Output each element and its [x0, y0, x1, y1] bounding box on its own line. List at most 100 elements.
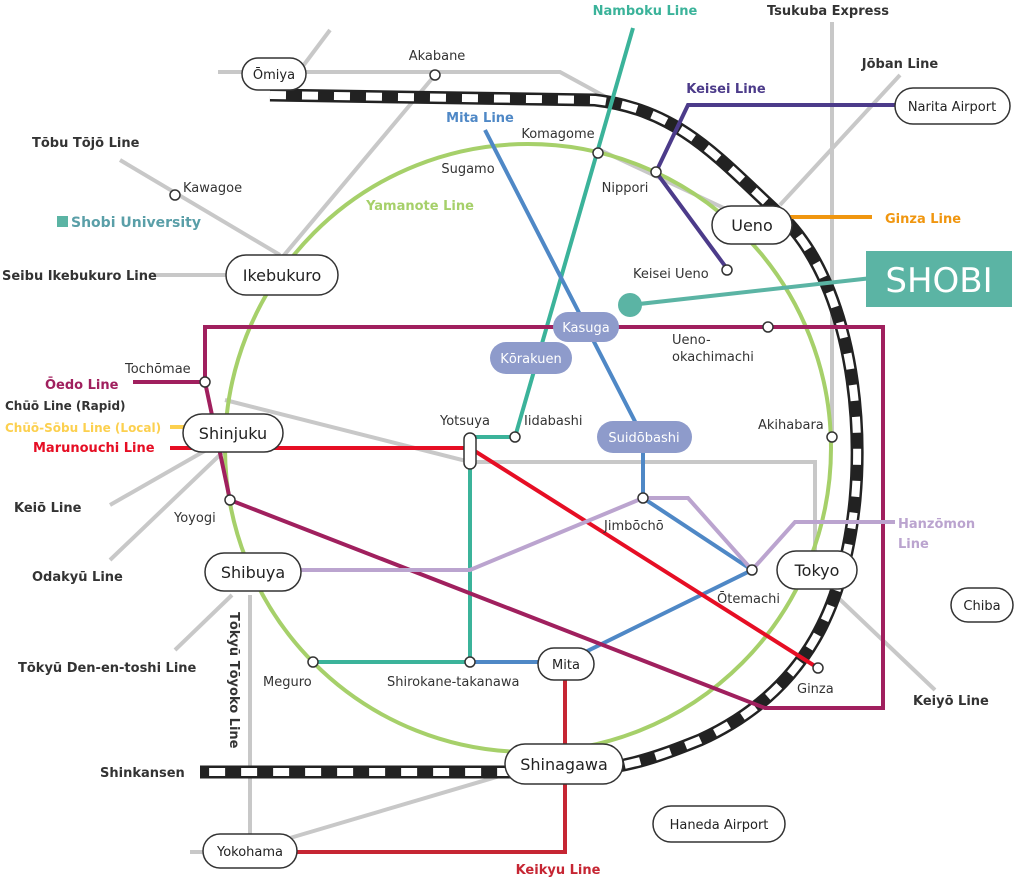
- station-keisei-ueno-label: Keisei Ueno: [633, 267, 709, 282]
- station-otemachi-dot: [746, 564, 758, 576]
- hub-ikebukuro-label: Ikebukuro: [243, 266, 321, 285]
- tobu-tojo-line-label: Tōbu Tōjō Line: [32, 136, 140, 151]
- keisei-line: [653, 103, 895, 272]
- tokyu-den-en-toshi-line-label: Tōkyū Den-en-toshi Line: [18, 661, 197, 676]
- tobu-tojo-line: [118, 158, 282, 257]
- hub-shinjuku[interactable]: Shinjuku: [182, 413, 284, 453]
- station-iidabashi-dot: [509, 431, 521, 443]
- hub-shibuya-label: Shibuya: [221, 563, 285, 582]
- hub-chiba[interactable]: Chiba: [950, 587, 1014, 623]
- mita-line-label: Mita Line: [446, 111, 514, 126]
- station-kawagoe-dot: [169, 189, 181, 201]
- ginza-line-label: Ginza Line: [885, 212, 961, 227]
- station-ginza-label: Ginza: [797, 682, 834, 697]
- station-komagome-dot: [592, 147, 604, 159]
- line-labels: Namboku Line Tsukuba Express Jōban Line …: [2, 4, 989, 878]
- hub-haneda-label: Haneda Airport: [670, 818, 769, 833]
- station-nippori-dot: [650, 166, 662, 178]
- keisei-line-label: Keisei Line: [686, 82, 766, 97]
- station-kawagoe-label: Kawagoe: [183, 181, 242, 196]
- hub-mita[interactable]: Mita: [537, 647, 595, 681]
- station-yoyogi-dot: [224, 494, 236, 506]
- shobi-badge[interactable]: SHOBI: [866, 251, 1012, 307]
- omiya-line: [218, 70, 616, 104]
- station-akihabara-label: Akihabara: [758, 418, 824, 433]
- shobi-badge-label: SHOBI: [885, 261, 992, 301]
- hub-chiba-label: Chiba: [963, 599, 1000, 614]
- tokyu-den-en-toshi-line: [173, 593, 234, 652]
- hub-shinagawa[interactable]: Shinagawa: [504, 743, 624, 785]
- station-jimbocho-label: Jimbōchō: [603, 519, 664, 534]
- joban-line: [778, 73, 902, 207]
- hub-haneda-airport[interactable]: Haneda Airport: [652, 805, 786, 843]
- keiyo-line-label: Keiyō Line: [913, 694, 989, 709]
- hub-shibuya[interactable]: Shibuya: [204, 552, 302, 592]
- hub-yokohama[interactable]: Yokohama: [202, 833, 298, 869]
- station-iidabashi-label: Iidabashi: [524, 414, 583, 429]
- station-sugamo-label: Sugamo: [441, 162, 494, 177]
- station-yotsuya-marker: [463, 432, 477, 470]
- keikyu-line-label: Keikyu Line: [516, 863, 601, 878]
- odakyu-line-label: Odakyū Line: [32, 570, 123, 585]
- hub-shinjuku-label: Shinjuku: [199, 424, 267, 443]
- station-yotsuya-label: Yotsuya: [439, 414, 490, 429]
- hub-tokyo[interactable]: Tokyo: [776, 550, 858, 590]
- yokohama-tokaido-line: [289, 768, 521, 840]
- pill-kasuga[interactable]: Kasuga: [553, 312, 619, 342]
- chuo-rapid-line-label: Chūō Line (Rapid): [5, 399, 126, 413]
- station-akabane-label: Akabane: [409, 49, 466, 64]
- shinkansen-track: [200, 88, 864, 779]
- hanzomon-line-label-1: Hanzōmon: [898, 517, 975, 532]
- hub-shinagawa-label: Shinagawa: [520, 755, 608, 774]
- station-shirokane-label: Shirokane-takanawa: [387, 675, 519, 690]
- saikyo-line: [278, 73, 437, 262]
- hub-narita-label: Narita Airport: [908, 100, 996, 115]
- station-otemachi-label: Ōtemachi: [717, 592, 780, 607]
- station-tochomae-label: Tochōmae: [124, 362, 191, 377]
- oedo-line: [133, 325, 885, 710]
- station-meguro-label: Meguro: [263, 675, 312, 690]
- seibu-ikebukuro-line-label: Seibu Ikebukuro Line: [2, 269, 157, 284]
- pill-suidobashi[interactable]: Suidōbashi: [597, 421, 692, 453]
- hub-ueno[interactable]: Ueno: [711, 205, 793, 245]
- pill-korakuen[interactable]: Kōrakuen: [490, 342, 572, 374]
- station-jimbocho-dot: [637, 492, 649, 504]
- hanzomon-line-label-2: Line: [898, 537, 929, 552]
- hub-mita-label: Mita: [552, 658, 580, 673]
- hanzomon-line: [295, 496, 895, 574]
- shinkansen-label: Shinkansen: [100, 766, 185, 781]
- station-ueno-okachimachi-label-1: Ueno-: [672, 333, 711, 348]
- mita-line: [470, 129, 757, 664]
- station-ginza-dot: [812, 662, 824, 674]
- hub-narita-airport[interactable]: Narita Airport: [894, 87, 1011, 125]
- chuo-sobu-line-label: Chūō-Sōbu Line (Local): [5, 421, 161, 435]
- station-ueno-okachimachi-dot: [762, 321, 774, 333]
- station-tochomae-dot: [199, 376, 211, 388]
- joban-line-label: Jōban Line: [861, 57, 939, 72]
- pill-suidobashi-label: Suidōbashi: [608, 431, 679, 446]
- station-yoyogi-label: Yoyogi: [173, 511, 216, 526]
- hub-ueno-label: Ueno: [731, 216, 772, 235]
- shobi-university-label: Shobi University: [71, 215, 201, 231]
- station-keisei-ueno-dot: [721, 264, 733, 276]
- shobi-university-dot: [618, 293, 642, 317]
- marunouchi-line-label: Marunouchi Line: [33, 441, 155, 456]
- hub-yokohama-label: Yokohama: [216, 845, 283, 860]
- pill-kasuga-label: Kasuga: [562, 321, 610, 336]
- keio-line-label: Keiō Line: [14, 501, 82, 516]
- yamanote-line-label: Yamanote Line: [365, 199, 474, 214]
- hub-ikebukuro[interactable]: Ikebukuro: [225, 254, 339, 296]
- pill-korakuen-label: Kōrakuen: [500, 352, 561, 367]
- tsukuba-express-label: Tsukuba Express: [767, 4, 889, 19]
- station-labels: Akabane Komagome Sugamo Nippori Kawagoe …: [124, 49, 834, 697]
- station-shirokane-dot: [464, 656, 476, 668]
- omiya-branch-line: [298, 28, 332, 72]
- station-ueno-okachimachi-label-2: okachimachi: [672, 350, 754, 365]
- hub-omiya[interactable]: Ōmiya: [241, 57, 307, 91]
- hub-omiya-label: Ōmiya: [253, 68, 295, 83]
- keio-line: [109, 443, 216, 507]
- shobi-university-square-icon: [57, 216, 68, 227]
- station-komagome-label: Komagome: [521, 127, 594, 142]
- tokyu-toyoko-line-label: Tōkyū Tōyoko Line: [226, 612, 241, 749]
